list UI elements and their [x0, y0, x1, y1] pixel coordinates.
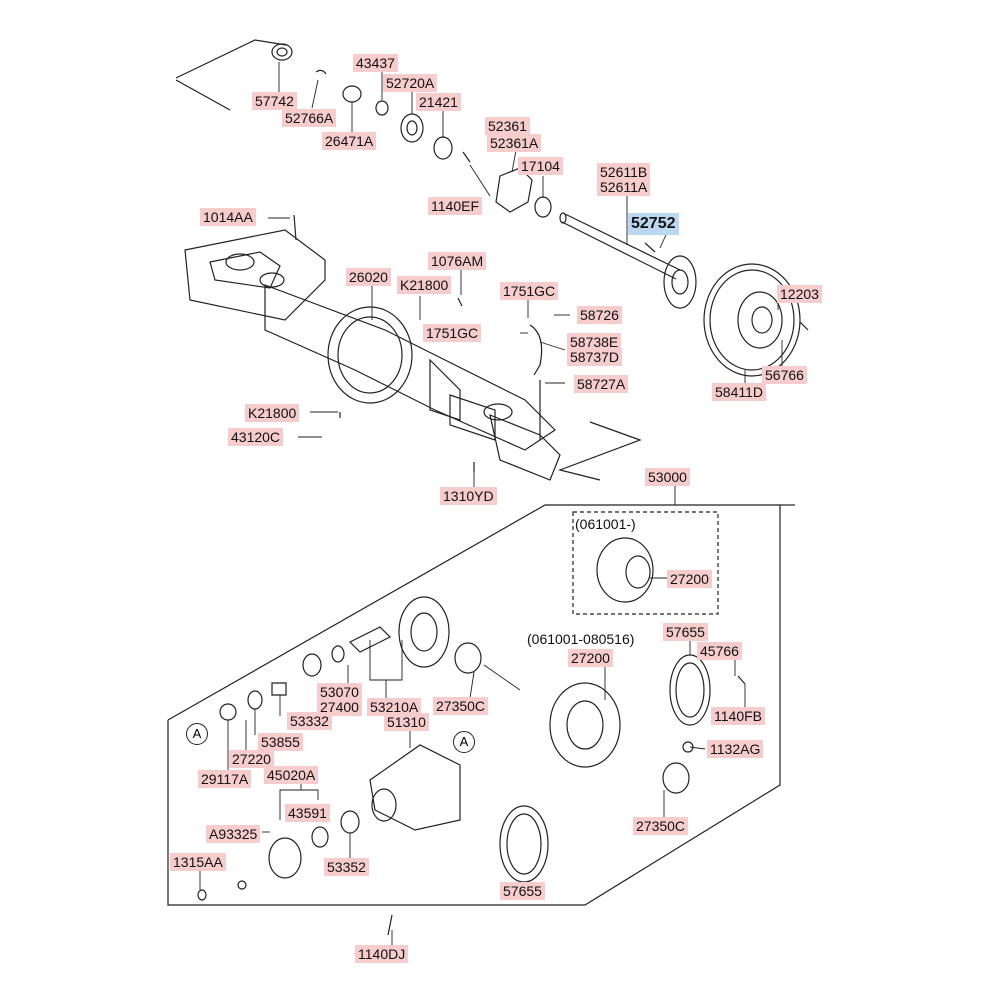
part-label-53352[interactable]: 53352: [324, 858, 369, 876]
part-label-21421[interactable]: 21421: [416, 93, 461, 111]
part-label-52752[interactable]: 52752: [628, 213, 679, 235]
part-label-1751gc-upper[interactable]: 1751GC: [500, 282, 559, 300]
part-label-52361a[interactable]: 52361A: [487, 134, 542, 152]
axle-shaft: [559, 212, 697, 309]
part-label-58738e[interactable]: 58738E: [567, 333, 622, 351]
part-label-17104[interactable]: 17104: [518, 157, 563, 175]
part-label-53000[interactable]: 53000: [645, 468, 690, 486]
date-range-note-lower: (061001-080516): [527, 631, 635, 647]
reference-marker-a-right: A: [453, 731, 475, 753]
part-label-53332[interactable]: 53332: [287, 712, 332, 730]
part-label-58727a[interactable]: 58727A: [574, 375, 629, 393]
part-label-26471a[interactable]: 26471A: [322, 132, 377, 150]
part-label-27200-upper[interactable]: 27200: [667, 570, 712, 588]
part-label-1140fb[interactable]: 1140FB: [711, 707, 765, 725]
break-marks: [175, 39, 642, 481]
part-label-51310[interactable]: 51310: [384, 713, 429, 731]
part-label-k21800-lower[interactable]: K21800: [245, 404, 300, 422]
part-label-12203[interactable]: 12203: [777, 285, 822, 303]
part-label-53210a[interactable]: 53210A: [367, 698, 422, 716]
part-label-45020a[interactable]: 45020A: [264, 766, 319, 784]
part-label-29117a[interactable]: 29117A: [198, 770, 252, 788]
part-label-a93325[interactable]: A93325: [206, 825, 261, 843]
part-label-1751gc-lower[interactable]: 1751GC: [423, 324, 482, 342]
part-label-43591[interactable]: 43591: [285, 804, 330, 822]
part-label-27400[interactable]: 27400: [317, 698, 362, 716]
part-label-53070[interactable]: 53070: [317, 683, 362, 701]
brake-disc: [703, 263, 809, 377]
part-label-58737d[interactable]: 58737D: [567, 348, 623, 366]
part-label-57655-upper[interactable]: 57655: [663, 623, 708, 641]
part-label-27350c-right[interactable]: 27350C: [633, 817, 689, 835]
part-label-56766[interactable]: 56766: [762, 366, 807, 384]
part-label-1132ag[interactable]: 1132AG: [707, 740, 764, 758]
part-label-26020[interactable]: 26020: [346, 268, 391, 286]
part-label-k21800-upper[interactable]: K21800: [397, 276, 452, 294]
part-label-27200-lower[interactable]: 27200: [568, 649, 613, 667]
part-label-52611a[interactable]: 52611A: [597, 178, 651, 196]
part-label-58726[interactable]: 58726: [577, 306, 622, 324]
part-label-53855[interactable]: 53855: [258, 733, 303, 751]
part-label-52720a[interactable]: 52720A: [383, 74, 438, 92]
part-label-1310yd[interactable]: 1310YD: [440, 487, 497, 505]
leader-lines: [199, 62, 783, 945]
part-label-43120c[interactable]: 43120C: [228, 428, 284, 446]
part-label-27350c-left[interactable]: 27350C: [433, 697, 489, 715]
part-label-52766a[interactable]: 52766A: [282, 109, 337, 127]
part-label-43437[interactable]: 43437: [353, 54, 398, 72]
part-label-52611b[interactable]: 52611B: [597, 163, 651, 181]
axle-housing: [184, 214, 561, 481]
part-label-45766[interactable]: 45766: [697, 642, 742, 660]
part-label-1076am[interactable]: 1076AM: [428, 252, 487, 270]
part-label-1140dj[interactable]: 1140DJ: [355, 945, 409, 963]
part-label-57742[interactable]: 57742: [252, 92, 297, 110]
part-label-27220[interactable]: 27220: [229, 750, 274, 768]
part-label-1014aa[interactable]: 1014AA: [200, 208, 256, 226]
part-label-1140ef[interactable]: 1140EF: [428, 197, 482, 215]
part-label-1315aa[interactable]: 1315AA: [170, 853, 226, 871]
part-label-52361[interactable]: 52361: [485, 117, 530, 135]
part-label-57655-lower[interactable]: 57655: [500, 882, 545, 900]
reference-marker-a-left: A: [186, 723, 208, 745]
differential-frame: [167, 504, 795, 906]
part-label-58411d[interactable]: 58411D: [712, 383, 767, 401]
date-range-note-upper: (061001-): [575, 516, 636, 532]
